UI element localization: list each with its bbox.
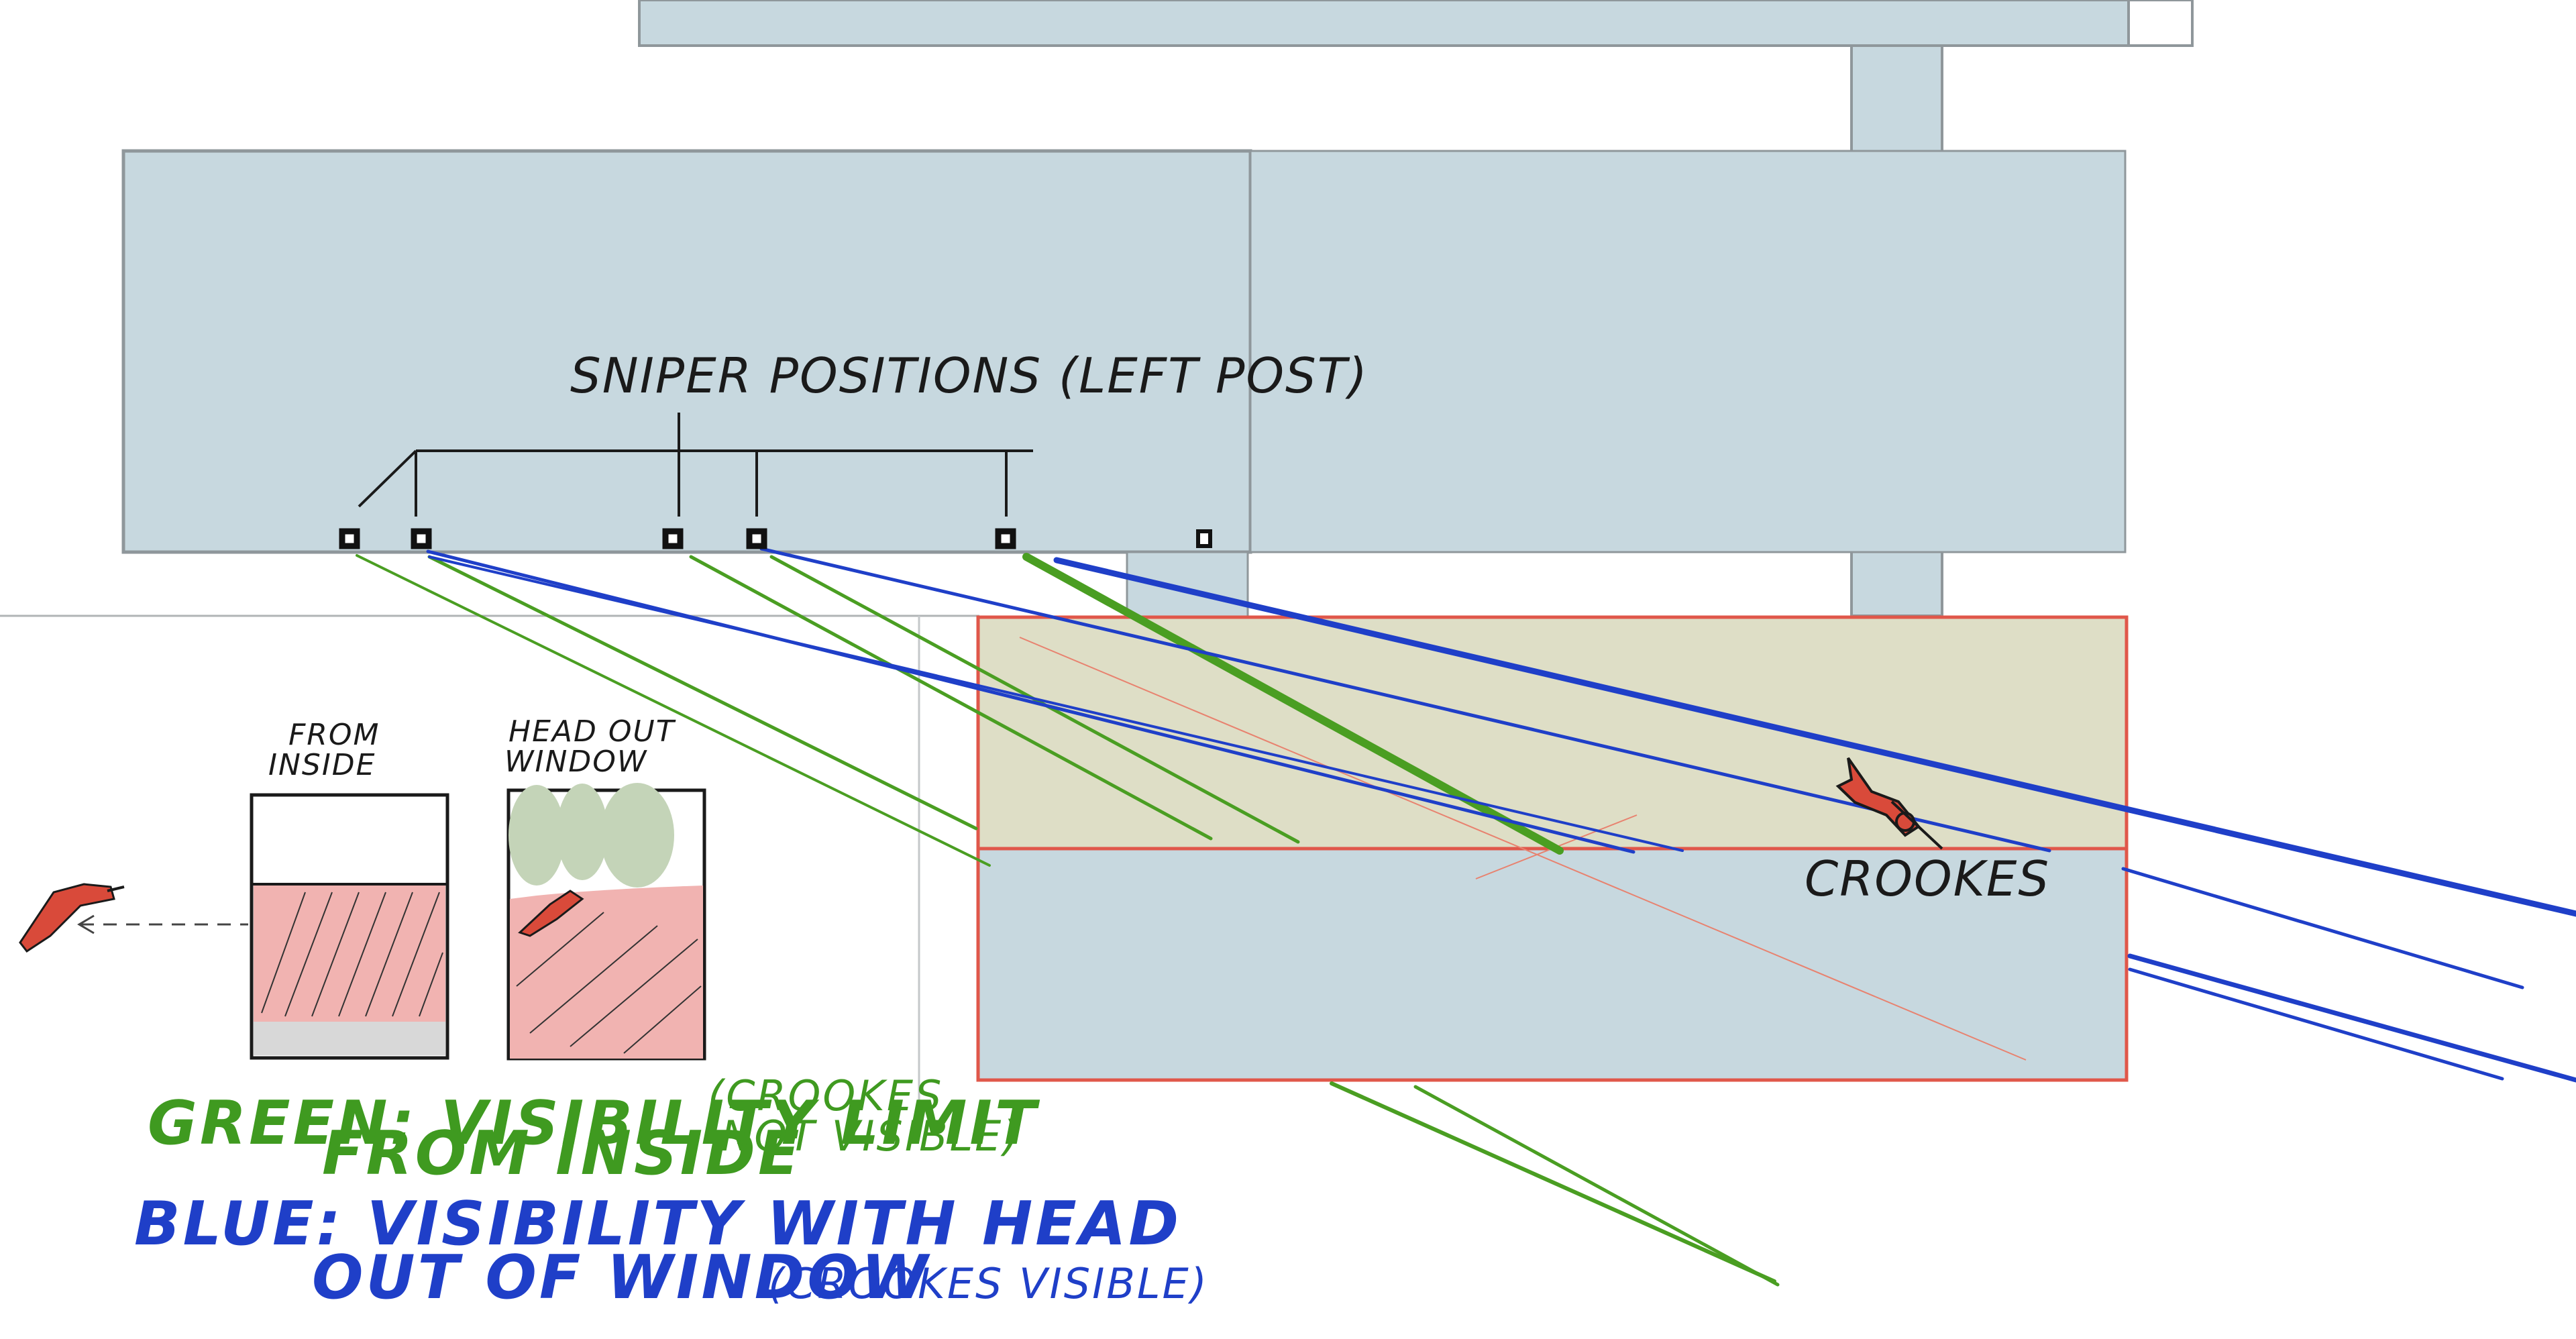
from-inside-panel xyxy=(250,793,449,1060)
sniper-positions-title: SNIPER POSITIONS (LEFT POST) xyxy=(570,347,1368,404)
small-square-icon xyxy=(995,528,1016,549)
target-zone-lower xyxy=(976,847,2129,1082)
crookes-label: CROOKES xyxy=(1805,851,2050,907)
top-building-wing xyxy=(2127,0,2194,47)
head-out-panel xyxy=(506,783,706,1061)
small-square-icon xyxy=(1196,529,1212,548)
mid-building xyxy=(1249,150,2127,553)
top-building xyxy=(638,0,2130,47)
from-inside-label-2: INSIDE xyxy=(268,748,376,782)
small-square-icon xyxy=(662,528,684,549)
small-square-icon xyxy=(746,528,767,549)
left-building xyxy=(121,149,1252,554)
small-pillar xyxy=(1126,551,1249,621)
from-inside-label-1: FROM xyxy=(288,718,380,752)
green-legend-sub: FROM INSIDE xyxy=(322,1118,802,1189)
blue-legend-sub: OUT OF WINDOW xyxy=(312,1242,930,1313)
blue-legend-title: BLUE: VISIBILITY WITH HEAD xyxy=(134,1189,1181,1259)
green-legend-note-2: NOT VISIBLE) xyxy=(721,1112,1022,1161)
red-guide-1 xyxy=(1019,637,2027,1061)
sniper-markers xyxy=(339,528,1212,549)
green-legend-note-1: (CROOKES xyxy=(708,1071,943,1120)
sniper-bracket xyxy=(358,413,1033,517)
head-out-label-2: WINDOW xyxy=(504,745,647,779)
head-out-label-1: HEAD OUT xyxy=(508,714,676,749)
green-legend-title: GREEN: VISIBILITY LIMIT xyxy=(148,1088,1040,1159)
small-square-icon xyxy=(411,528,432,549)
small-square-icon xyxy=(339,528,360,549)
prone-sniper-icon xyxy=(19,883,125,953)
running-figure-icon xyxy=(1835,757,1943,850)
blue-sight-lines xyxy=(426,547,2576,1083)
blue-legend-note: (CROOKES VISIBLE) xyxy=(768,1259,1209,1308)
